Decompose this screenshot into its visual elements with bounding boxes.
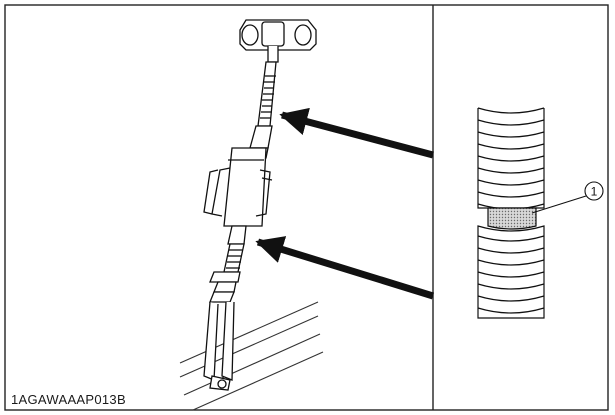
callout-number-1: 1	[591, 185, 598, 199]
coupling-sleeve	[203, 147, 273, 227]
grease-band	[487, 207, 537, 230]
pointer-arrows	[255, 107, 435, 300]
detail-upper-spline	[477, 107, 545, 210]
figure-code: 1AGAWAAAP013B	[11, 392, 126, 407]
upper-pointer-arrow	[279, 107, 434, 159]
detail-lower-spline	[477, 225, 545, 319]
ground-lines	[179, 301, 324, 411]
upper-splined-shaft	[257, 61, 277, 127]
lower-pointer-arrow	[255, 236, 435, 300]
callout-circle	[584, 181, 604, 201]
lower-fork-yoke	[203, 291, 235, 391]
callout-leader	[531, 195, 587, 214]
spline-detail-view: 1	[477, 107, 604, 319]
steering-shaft-assembly	[203, 19, 317, 391]
